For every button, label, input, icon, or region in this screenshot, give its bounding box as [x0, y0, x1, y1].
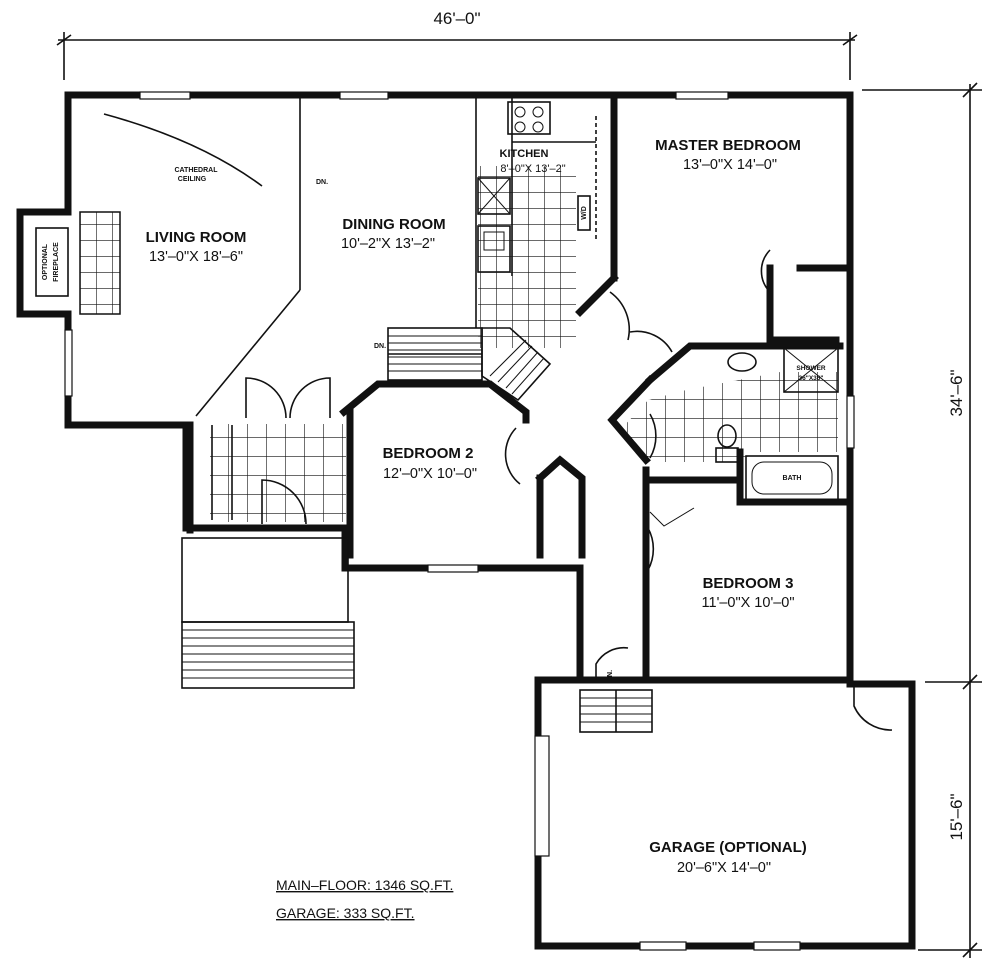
exterior-walls: [16, 91, 916, 950]
garage-area: GARAGE: 333 SQ.FT.: [276, 905, 415, 921]
bath-label: BATH: [783, 475, 802, 482]
cathedral-label-2: CEILING: [178, 176, 207, 183]
garage-depth-label: 15'–6": [947, 793, 966, 840]
garage-down-label: DN.: [607, 670, 614, 682]
area-summary: MAIN–FLOOR: 1346 SQ.FT. GARAGE: 333 SQ.F…: [276, 877, 453, 921]
kitchen-label: KITCHEN: [500, 148, 549, 160]
bedroom-3-name: BEDROOM 3: [703, 575, 794, 592]
fireplace-label-1: OPTIONAL: [42, 243, 49, 280]
stairs-garage: DN.: [579, 670, 653, 733]
windows: [64, 91, 855, 951]
fireplace-label-2: FIREPLACE: [53, 242, 60, 282]
fireplace: OPTIONAL FIREPLACE: [35, 227, 69, 297]
kitchen-fixtures: KITCHEN 8'–0"X 13'–2" W/D: [477, 98, 597, 276]
master-bedroom-size: 13'–0"X 14'–0": [683, 157, 777, 173]
shower-label-2: 36"X36": [799, 375, 824, 382]
dimension-top: 46'–0": [56, 9, 858, 80]
stairs-down-label: DN.: [374, 343, 386, 350]
kitchen-size: 8'–0"X 13'–2": [500, 163, 565, 175]
bedroom-2-name: BEDROOM 2: [383, 445, 474, 462]
bathroom-fixtures: SHOWER 36"X36" BATH: [715, 347, 839, 501]
doors: [103, 113, 893, 731]
room-labels: CATHEDRAL CEILING LIVING ROOM 13'–0"X 18…: [146, 137, 807, 876]
garage-name: GARAGE (OPTIONAL): [649, 839, 807, 856]
overall-depth-label: 34'–6": [947, 369, 966, 416]
master-bedroom-name: MASTER BEDROOM: [655, 137, 801, 154]
front-porch: [181, 537, 355, 689]
bedroom-2-size: 12'–0"X 10'–0": [383, 466, 477, 482]
cathedral-label-1: CATHEDRAL: [174, 167, 218, 174]
dining-room-name: DINING ROOM: [342, 216, 445, 233]
dining-room-size: 10'–2"X 13'–2": [341, 236, 435, 252]
living-room-size: 13'–0"X 18'–6": [149, 249, 243, 265]
dimension-right: 34'–6" 15'–6": [862, 82, 982, 958]
overall-width-label: 46'–0": [433, 9, 480, 28]
main-floor-area: MAIN–FLOOR: 1346 SQ.FT.: [276, 877, 453, 893]
interior-walls: [186, 94, 854, 684]
living-room-name: LIVING ROOM: [146, 229, 247, 246]
washer-dryer-label: W/D: [581, 206, 588, 220]
garage-size: 20'–6"X 14'–0": [677, 860, 771, 876]
bedroom-3-size: 11'–0"X 10'–0": [702, 595, 795, 611]
shower-label-1: SHOWER: [796, 365, 826, 372]
dining-down-label: DN.: [316, 179, 328, 186]
stairs-main: DN. DN.: [316, 179, 552, 402]
